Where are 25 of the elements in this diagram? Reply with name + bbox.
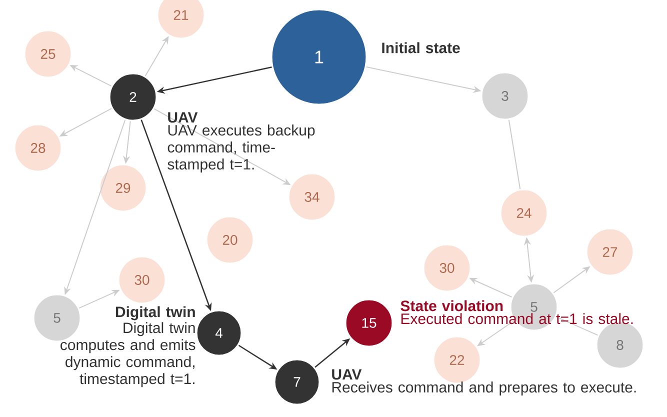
circle-node: 2 (110, 74, 156, 120)
caption-heading: Digital twin (116, 306, 195, 320)
circle-node: 1 (272, 10, 366, 104)
caption-heading: UAV (168, 112, 198, 123)
circle-node: 25 (24, 30, 72, 78)
caption-text: Receives command and prepares to execute. (332, 382, 636, 396)
caption-heading: UAV (332, 369, 362, 380)
caption-heading: Initial state (382, 42, 460, 54)
circle-node: 4 (196, 310, 242, 356)
circle-node: 15 (346, 300, 392, 346)
circle-node: 34 (288, 174, 336, 220)
circle-node: 30 (118, 256, 166, 304)
circle-node: 5 (34, 294, 80, 342)
caption-text: Executed command at t=1 is stale. (401, 313, 633, 324)
circle-node: 20 (206, 216, 254, 264)
circle-node: 28 (14, 124, 62, 172)
caption-text: UAV executes backup command, time-stamped t=1. (168, 124, 315, 173)
circle-node: 27 (586, 228, 634, 276)
circle-node: 3 (482, 72, 528, 120)
caption-heading: State violation (400, 300, 503, 312)
circle-node: 22 (434, 336, 480, 384)
circle-node: 29 (100, 164, 146, 212)
circle-node: 24 (500, 190, 548, 236)
circle-node: 30 (424, 244, 470, 292)
circle-node: 7 (274, 360, 320, 404)
